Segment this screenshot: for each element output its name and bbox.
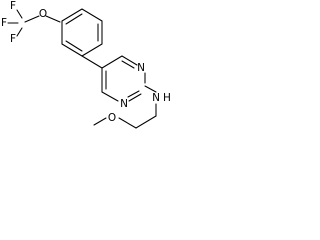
pyrimidine-nitrogen-lower-label: N: [120, 98, 128, 110]
bond-pyr-double-2: [127, 90, 140, 98]
bond-o-aryl: [45, 15, 61, 23]
bond-o-ch3: [93, 117, 107, 126]
methoxy-oxygen-label: O: [108, 112, 116, 124]
atom-label-layer: F F F O N N N H O: [1, 0, 171, 124]
bond-phenyl-1: [61, 8, 83, 22]
bond-biaryl: [81, 55, 103, 69]
bond-c-o: [24, 15, 40, 23]
chemical-structure: F F F O N N N H O: [1, 0, 171, 129]
bond-layer: [7, 8, 157, 129]
bond-phenyl-4: [81, 43, 103, 57]
bond-pyr-c6-n1: [121, 55, 138, 66]
bond-c2-nh: [144, 85, 157, 93]
bond-pyr-c5-c6: [101, 55, 123, 69]
pyrimidine-nitrogen-upper-label: N: [137, 62, 145, 74]
bond-pyr-c2-n3: [128, 93, 142, 102]
fluorine-left-label: F: [1, 17, 7, 29]
ether-oxygen-label: O: [39, 8, 47, 20]
bond-ch2-o: [118, 117, 137, 129]
amine-hydrogen-label: H: [163, 92, 171, 104]
bond-ch2-ch2: [135, 115, 157, 129]
bond-phenyl-5: [61, 43, 83, 57]
bond-phenyl-double-1: [65, 13, 83, 25]
amine-nitrogen-label: N: [152, 92, 160, 104]
bond-phenyl-double-3: [65, 40, 83, 52]
bond-pyr-double-1: [121, 60, 135, 69]
bond-phenyl-2: [81, 8, 103, 22]
fluorine-bottom-label: F: [10, 33, 16, 45]
bond-pyr-n3-c4: [101, 91, 119, 102]
bond-f-c-bottom: [16, 27, 23, 37]
bond-f-c-top: [16, 9, 23, 19]
fluorine-top-label: F: [10, 0, 16, 12]
